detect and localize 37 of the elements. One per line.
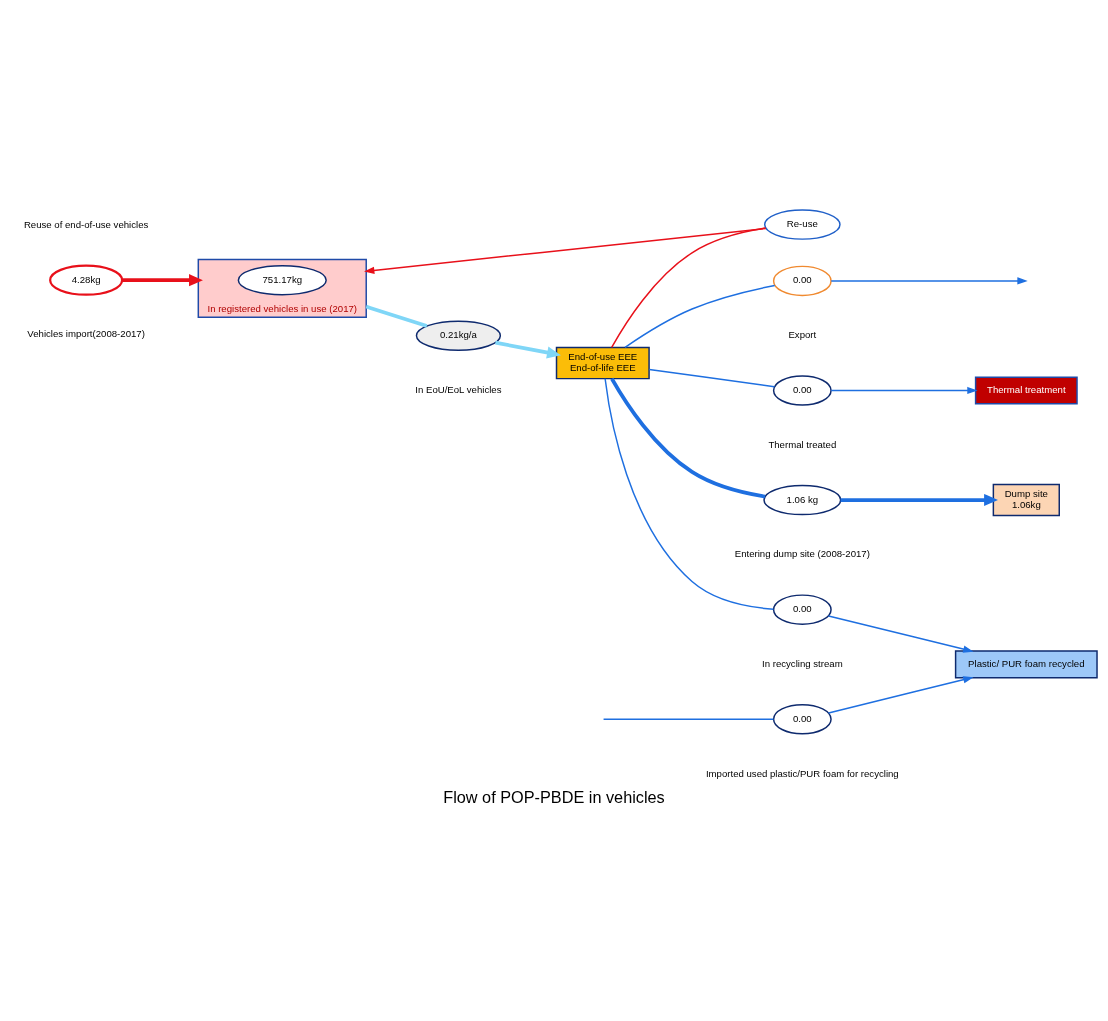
arrow: [364, 227, 767, 274]
node-label: Export: [788, 329, 817, 341]
node-box: Plastic/ PUR foam recycled: [954, 650, 1098, 679]
node-ellipse: 0.00: [772, 703, 832, 735]
arrow: [830, 386, 978, 395]
connector: [648, 368, 776, 388]
arrow: [827, 676, 974, 714]
node-box: Thermal treatment: [974, 376, 1078, 405]
node-box: Dump site 1.06kg: [992, 483, 1060, 517]
node-ellipse: Re-use: [763, 209, 841, 240]
connector: [604, 378, 775, 610]
arrow: [495, 340, 561, 359]
arrow: [830, 277, 1028, 285]
node-label: Vehicles import(2008-2017): [27, 328, 145, 340]
label: Reuse of end-of-use vehicles: [23, 218, 149, 230]
connector: [365, 304, 428, 328]
connector: [610, 377, 766, 499]
connector: [610, 227, 767, 349]
node-ellipse: 0.21kg/a: [415, 320, 502, 351]
node-label: In recycling stream: [762, 657, 843, 669]
node-ellipse: 0.00: [772, 265, 832, 297]
arrow: [122, 274, 203, 287]
node-box: End-of-use EEE End-of-life EEE: [555, 346, 650, 380]
connector: [624, 284, 776, 349]
diagram-title: Flow of POP-PBDE in vehicles: [443, 788, 665, 807]
node-label: In EoU/EoL vehicles: [415, 383, 502, 395]
node-label: Entering dump site (2008-2017): [734, 548, 870, 560]
node-ellipse: 1.06 kg: [763, 484, 842, 516]
arrow: [840, 494, 998, 507]
node-label: Thermal treated: [768, 438, 837, 450]
node-label: Imported used plastic/PUR foam for recycling: [705, 767, 899, 779]
node-ellipse: 0.00: [772, 594, 832, 625]
node-ellipse: 751.17kg: [237, 264, 327, 296]
arrow: [827, 615, 974, 653]
node-ellipse: 4.28kg: [49, 264, 124, 296]
node-ellipse: 0.00: [772, 375, 832, 406]
connector: [602, 718, 775, 720]
